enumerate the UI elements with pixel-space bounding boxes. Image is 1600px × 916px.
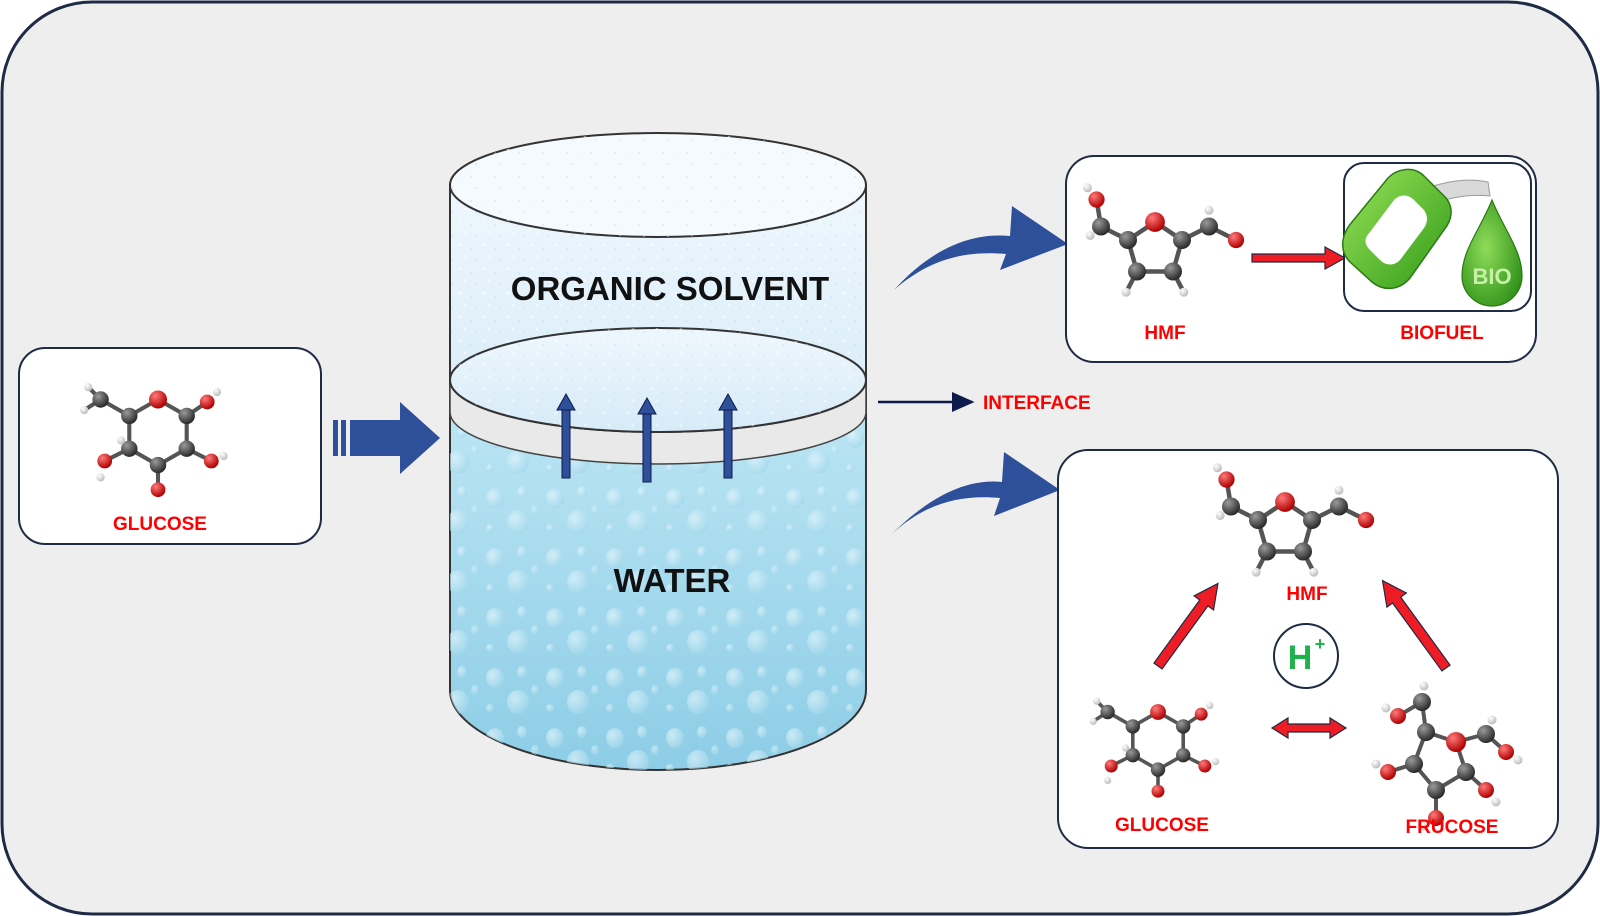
hmf-biofuel-box: HMF BIO BIOFUEL [1065,155,1537,363]
fructose-to-hmf-arrow [1381,579,1451,672]
glucose-input-box: GLUCOSE [18,347,322,545]
feed-arrow [333,402,440,474]
fructose-molecule-icon [1371,681,1523,831]
fructose-cycle-label: FRUCOSE [1406,817,1499,838]
glucose-cycle-label: GLUCOSE [1115,815,1209,836]
water-label: WATER [614,562,731,599]
organic-solvent-label: ORGANIC SOLVENT [511,270,829,307]
catalyst-label: H [1288,639,1313,677]
interface-pointer: INTERFACE [878,392,1091,414]
reactor-cylinder: ORGANIC SOLVENT WATER [449,132,867,771]
transport-arrows [556,392,738,483]
fuel-nozzle-icon [1342,168,1491,290]
proton-catalyst: H + [1273,623,1339,689]
glucose-input-label: GLUCOSE [113,514,207,535]
catalytic-cycle-box: HMF H + GLUCOSE [1057,449,1559,849]
interface-label: INTERFACE [983,393,1091,414]
organic-product-arrow [894,206,1068,290]
bio-drop-label: BIO [1472,264,1511,289]
hmf-cycle-label: HMF [1286,584,1327,605]
glucose-to-hmf-arrow [1153,582,1219,670]
isomerization-arrow [1270,716,1348,740]
bio-drop-icon: BIO [1461,198,1523,307]
aqueous-reaction-arrow [892,452,1060,534]
catalyst-superscript: + [1315,634,1326,654]
biofuel-label: BIOFUEL [1400,323,1484,344]
hmf-top-label: HMF [1144,323,1185,344]
hmf-to-biofuel-arrow [1251,245,1347,271]
